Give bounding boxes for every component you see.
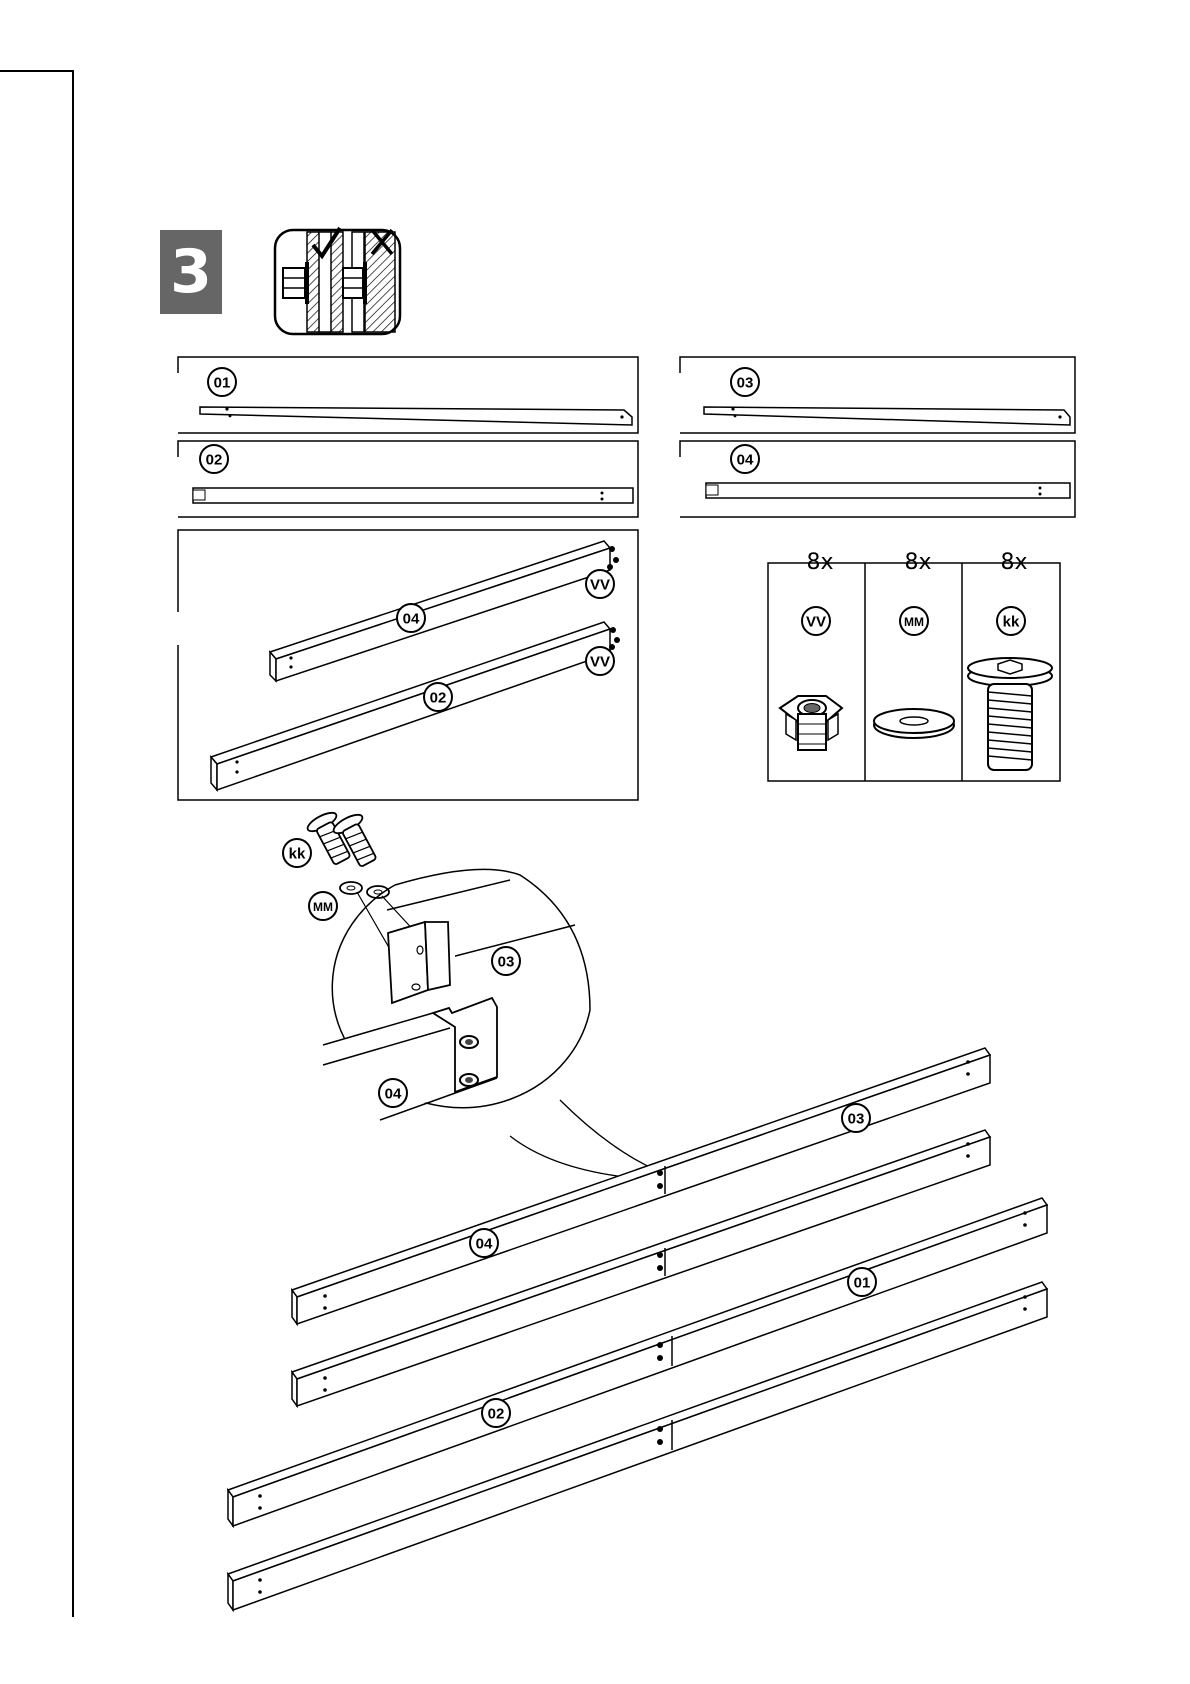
callout-table-vv: VV (806, 614, 826, 631)
qty-mm: 8x (904, 550, 931, 575)
callout-exploded-kk: kk (289, 846, 306, 863)
hardware-table (768, 563, 1060, 781)
callout-main-04: 04 (476, 1236, 493, 1253)
tee-nut-insert-box (178, 530, 638, 800)
callout-part-01: 01 (214, 375, 231, 392)
callout-part-04: 04 (737, 452, 754, 469)
callout-main-02: 02 (488, 1406, 505, 1423)
callout-box-part-04: 04 (403, 611, 420, 628)
callout-exploded-mm: MM (313, 900, 333, 914)
callout-table-kk: kk (1003, 614, 1020, 631)
qty-kk: 8x (1000, 550, 1027, 575)
callout-box-vv-upper: VV (590, 577, 610, 594)
callout-detail-04: 04 (385, 1086, 402, 1103)
callout-table-mm: MM (904, 615, 924, 629)
callout-box-vv-lower: VV (590, 654, 610, 671)
callout-part-03: 03 (737, 375, 754, 392)
part-box-02 (178, 441, 638, 517)
qty-vv: 8x (806, 550, 833, 575)
callout-part-02: 02 (206, 452, 223, 469)
callout-main-03: 03 (848, 1111, 865, 1128)
washer-icon (874, 709, 954, 738)
part-box-01 (178, 357, 638, 433)
tighten-hint-icon (275, 228, 400, 334)
callout-detail-03: 03 (498, 954, 515, 971)
joint-detail-magnifier (323, 869, 660, 1180)
callout-box-part-02: 02 (430, 690, 447, 707)
callout-main-01: 01 (854, 1275, 871, 1292)
